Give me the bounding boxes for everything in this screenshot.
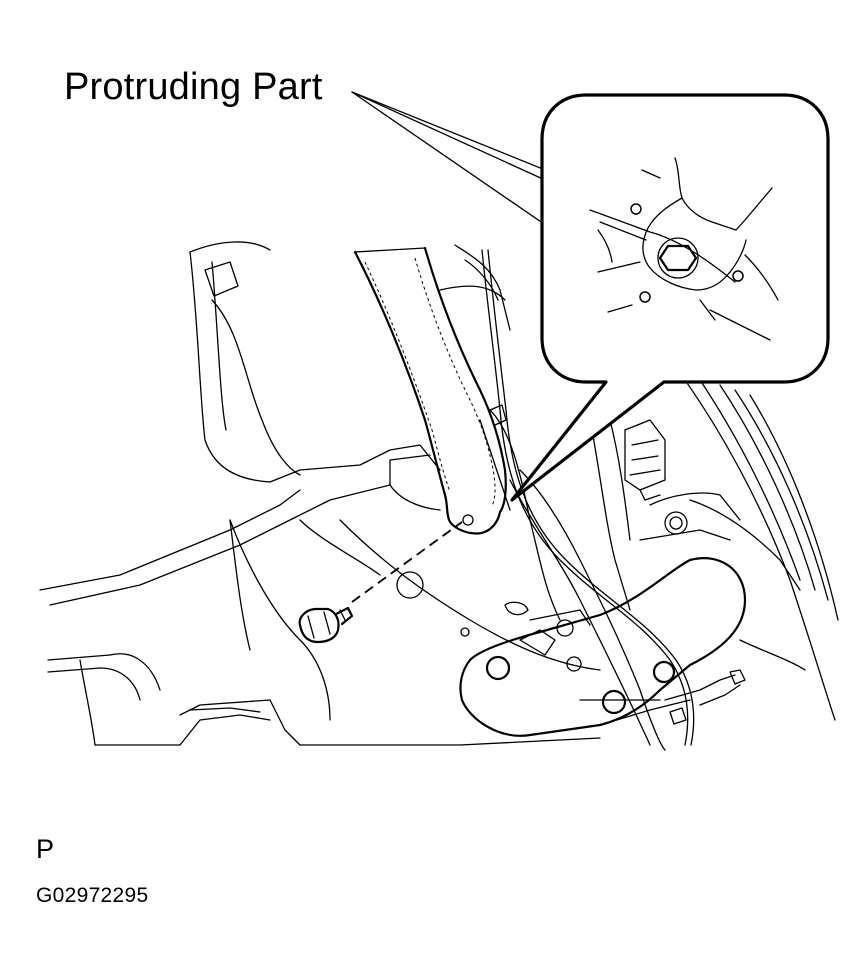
- floor-panel: [39, 241, 601, 746]
- anchor-bolt: [298, 521, 463, 644]
- console-bracket: [439, 244, 839, 751]
- seatbelt-webbing: [353, 246, 507, 535]
- figure-code: G02972295: [36, 884, 149, 907]
- callout-label: Protruding Part: [64, 66, 323, 108]
- view-letter: P: [36, 834, 55, 864]
- detail-callout-bubble: [510, 93, 830, 502]
